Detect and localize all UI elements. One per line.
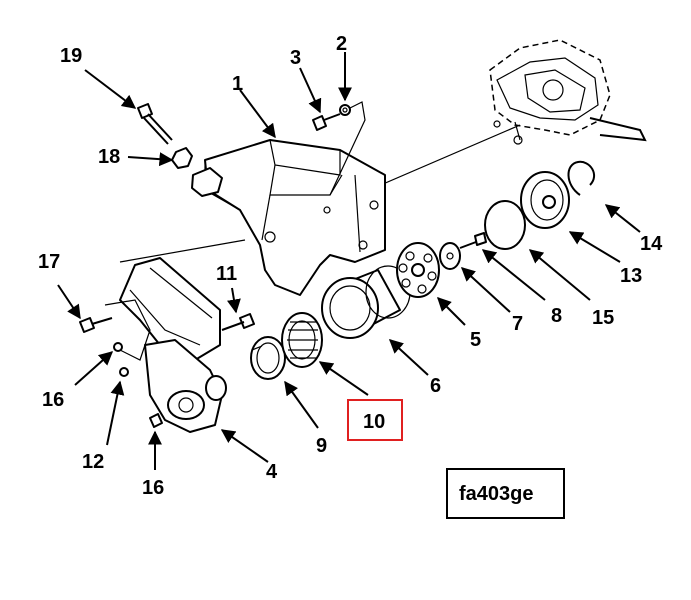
leader-2-line — [329, 101, 366, 196]
callout-3[interactable]: 3 — [290, 47, 301, 69]
screw-part-8 — [459, 232, 487, 249]
snap-ring-part-14 — [567, 160, 596, 196]
callout-4[interactable]: 4 — [266, 461, 278, 483]
callout-11[interactable]: 11 — [216, 263, 237, 285]
arm-assembly-part-4 — [104, 257, 227, 433]
screw-part-11 — [221, 313, 255, 331]
callout-15[interactable]: 15 — [592, 307, 614, 329]
roller-part-5 — [396, 242, 440, 298]
callout-10[interactable]: 10 — [363, 411, 385, 433]
nut-part-16-upper — [113, 342, 123, 352]
washer-part-7 — [439, 242, 461, 270]
callout-8[interactable]: 8 — [551, 305, 562, 327]
washer-part-2 — [339, 104, 351, 116]
screw-part-17 — [79, 317, 113, 333]
callout-19[interactable]: 19 — [60, 45, 82, 67]
figure-code: fa403ge — [459, 483, 534, 505]
ring-part-9 — [250, 336, 286, 380]
engine-housing-phantom — [489, 39, 647, 145]
figure-code-box: fa403ge — [446, 468, 565, 519]
disc-part-15 — [484, 200, 526, 250]
callout-1[interactable]: 1 — [232, 73, 243, 95]
callout-17[interactable]: 17 — [38, 251, 60, 273]
callout-7[interactable]: 7 — [512, 313, 523, 335]
screw-part-16-lower — [149, 413, 163, 428]
leader-arrows — [57, 52, 641, 470]
callout-10-highlight[interactable]: 10 — [347, 399, 403, 441]
callout-12[interactable]: 12 — [82, 451, 104, 473]
bearing-part-13 — [520, 171, 570, 229]
washer-part-12 — [119, 367, 129, 377]
callout-6[interactable]: 6 — [430, 375, 441, 397]
callout-16-lower[interactable]: 16 — [142, 477, 164, 499]
shaft-axis-line-2 — [119, 239, 246, 263]
bolt-part-19 — [137, 103, 173, 145]
callout-5[interactable]: 5 — [470, 329, 481, 351]
needle-bearing-part-10 — [281, 312, 323, 368]
callout-18[interactable]: 18 — [98, 146, 120, 168]
callout-16-upper[interactable]: 16 — [42, 389, 64, 411]
highlight-box — [347, 399, 403, 441]
nut-part-18 — [171, 147, 223, 197]
screw-part-3 — [312, 113, 341, 131]
callout-2[interactable]: 2 — [336, 33, 347, 55]
sleeve-part-6 — [321, 265, 411, 339]
callout-9[interactable]: 9 — [316, 435, 327, 457]
callout-14[interactable]: 14 — [640, 233, 663, 255]
callout-13[interactable]: 13 — [620, 265, 642, 287]
